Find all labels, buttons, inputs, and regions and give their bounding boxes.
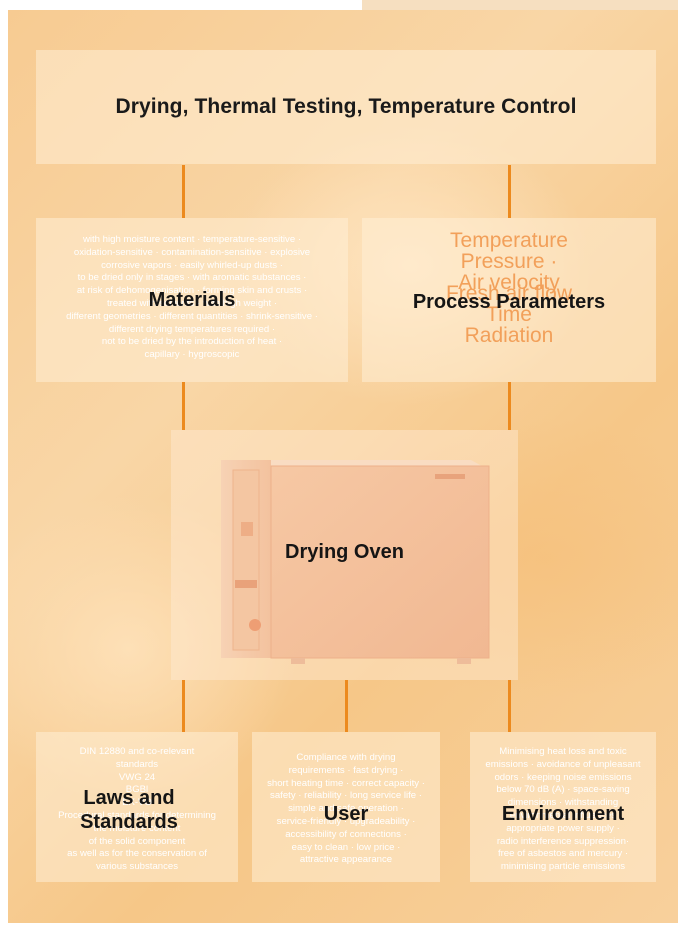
- user-line: short heating time · correct capacity ·: [267, 777, 425, 789]
- environment-line: below 70 dB (A) · space-saving: [496, 784, 630, 796]
- param-item: Fresh air flow: [445, 282, 573, 305]
- materials-line: oxidation-sensitive · contamination-sens…: [73, 246, 311, 258]
- user-line: attractive appearance: [299, 854, 393, 866]
- connector-laws: [182, 680, 185, 732]
- laws-line: as well as for the conservation of: [67, 848, 207, 860]
- environment-line: odors · keeping noise emissions: [494, 771, 632, 783]
- connector-user: [345, 680, 348, 732]
- laws-line: the moisture content: [93, 822, 181, 834]
- laws-box: DIN 12880 and co-relevant standards VWG …: [36, 732, 238, 882]
- laws-heading: Laws and Standards: [80, 787, 178, 833]
- materials-line: with high moisture content · temperature…: [82, 234, 302, 245]
- materials-line: corrosive vapors · easily whirled-up dus…: [101, 259, 283, 271]
- materials-line: not to be dried by the introduction of h…: [101, 336, 283, 348]
- environment-line: dimensions · withstanding: [507, 797, 619, 809]
- materials-line: different drying temperatures required ·: [108, 323, 276, 335]
- user-line: service-friendly · upgradeability ·: [276, 815, 416, 827]
- param-item: Pressure ·: [460, 250, 558, 273]
- environment-line: Minimising heat loss and toxic: [499, 746, 627, 757]
- environment-box: Minimising heat loss and toxic emissions…: [470, 732, 656, 882]
- laws-line: Procedural standards for determining: [58, 809, 216, 821]
- laws-line: EX-VO: [122, 797, 152, 809]
- environment-line: radio interference suppression·: [496, 835, 630, 847]
- user-list: Compliance with drying requirements · fa…: [252, 752, 440, 867]
- laws-line: VWG 24: [118, 771, 156, 783]
- oven-box: Drying Oven: [171, 430, 518, 680]
- materials-line: at risk of dehomogenisation · forming sk…: [76, 285, 308, 297]
- environment-line: free of asbestos and mercury ·: [497, 848, 629, 860]
- environment-heading: Environment: [501, 803, 625, 825]
- param-item: Air velocity: [458, 271, 560, 294]
- laws-line: BGBl: [125, 784, 149, 796]
- user-heading: User: [323, 803, 369, 825]
- param-item: Time: [486, 303, 532, 326]
- process-box: Temperature Pressure · Air velocity Fres…: [362, 218, 656, 382]
- laws-line: DIN 12880 and co-relevant: [79, 746, 195, 757]
- laws-line: of the solid component: [88, 835, 186, 847]
- user-box: Compliance with drying requirements · fa…: [252, 732, 440, 882]
- user-line: safety · reliability · long service life…: [270, 790, 422, 802]
- user-line: requirements · fast drying ·: [288, 764, 404, 776]
- laws-line: standards: [115, 758, 159, 770]
- user-line: easy to clean · low price ·: [291, 841, 401, 853]
- process-heading: Process Parameters: [412, 291, 606, 313]
- laws-list: DIN 12880 and co-relevant standards VWG …: [36, 746, 238, 874]
- materials-line: to be dried only in stages · with aromat…: [77, 272, 307, 284]
- connector-process: [508, 165, 511, 218]
- user-line: Compliance with drying: [296, 752, 396, 763]
- materials-line: treated with solvents · with high weight…: [106, 297, 278, 309]
- connector-materials-oven: [182, 382, 185, 430]
- environment-line: environmental influences: [509, 809, 617, 821]
- materials-heading: Materials: [148, 289, 236, 311]
- environment-line: minimising particle emissions: [500, 861, 626, 873]
- connector-materials: [182, 165, 185, 218]
- materials-box: with high moisture content · temperature…: [36, 218, 348, 382]
- header-tab: [362, 0, 678, 10]
- materials-line: different geometries · different quantit…: [66, 310, 318, 322]
- param-item: Radiation: [464, 324, 554, 347]
- connector-environment: [508, 680, 511, 732]
- drying-oven-image: [221, 460, 490, 664]
- environment-line: appropriate power supply ·: [506, 822, 620, 834]
- user-line: accessibility of connections ·: [285, 828, 407, 840]
- laws-line: various substances: [95, 861, 179, 873]
- connector-process-oven: [508, 382, 511, 430]
- environment-list: Minimising heat loss and toxic emissions…: [470, 746, 656, 874]
- materials-list: with high moisture content · temperature…: [36, 234, 348, 362]
- user-line: simple and safe operation ·: [288, 803, 404, 815]
- process-parameter-list: Temperature Pressure · Air velocity Fres…: [362, 230, 656, 346]
- oven-label: Drying Oven: [285, 541, 404, 563]
- param-item: Temperature: [450, 229, 568, 252]
- environment-line: emissions · avoidance of unpleasant: [485, 758, 641, 770]
- title-box: Drying, Thermal Testing, Temperature Con…: [36, 50, 656, 164]
- page-title: Drying, Thermal Testing, Temperature Con…: [115, 95, 577, 118]
- materials-line: capillary · hygroscopic: [144, 349, 240, 361]
